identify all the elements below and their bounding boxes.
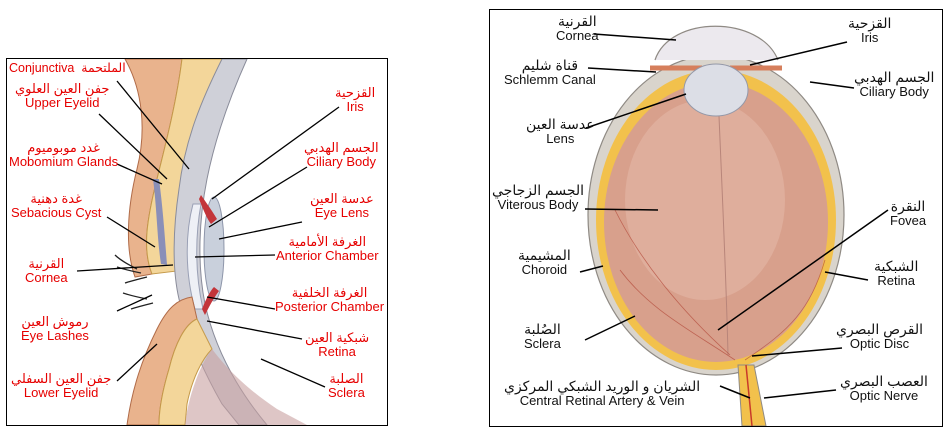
label-sclera-left: الصلبة Sclera bbox=[328, 372, 365, 399]
optic-nerve-en: Optic Nerve bbox=[840, 389, 928, 403]
anterior-ar: الغرفة الأمامية bbox=[276, 235, 379, 249]
choroid-en: Choroid bbox=[518, 263, 571, 277]
iris-right-ar: القزحية bbox=[848, 16, 891, 31]
label-choroid: المشيمية Choroid bbox=[518, 248, 571, 276]
sclera-left-ar: الصلبة bbox=[328, 372, 365, 386]
anterior-en: Anterior Chamber bbox=[276, 249, 379, 263]
cornea-right-ar: القرنية bbox=[556, 14, 599, 29]
label-iris-right: القزحية Iris bbox=[848, 16, 891, 44]
label-cornea-left: القرنية Cornea bbox=[25, 257, 68, 284]
meibomian-ar: غدد موبوميوم bbox=[9, 141, 118, 155]
label-lower-eyelid: جفن العين السفلي Lower Eyelid bbox=[11, 372, 111, 399]
label-cornea-right: القرنية Cornea bbox=[556, 14, 599, 42]
label-sebaceous-cyst: غدة دهنية Sebacious Cyst bbox=[11, 192, 101, 219]
lens-left-en: Eye Lens bbox=[310, 206, 374, 220]
label-vitreous-body: الجسم الزجاجي Viterous Body bbox=[492, 183, 584, 211]
label-optic-nerve: العصب البصري Optic Nerve bbox=[840, 374, 928, 402]
eyelid-cross-section-diagram: Conjunctiva الملتحمة جفن العين العلوي Up… bbox=[6, 58, 388, 426]
upper-eyelid-ar: جفن العين العلوي bbox=[15, 82, 109, 96]
choroid-ar: المشيمية bbox=[518, 248, 571, 263]
meibomian-en: Mobomium Glands bbox=[9, 155, 118, 169]
vitreous-en: Viterous Body bbox=[492, 198, 584, 212]
conjunctiva-en: Conjunctiva bbox=[9, 61, 74, 75]
label-central-retinal-artery: الشريان و الوريد الشبكي المركزي Central … bbox=[504, 379, 700, 407]
artery-ar: الشريان و الوريد الشبكي المركزي bbox=[504, 379, 700, 394]
label-anterior-chamber: الغرفة الأمامية Anterior Chamber bbox=[276, 235, 379, 262]
label-fovea: النقرة Fovea bbox=[890, 199, 926, 227]
iris-left-en: Iris bbox=[335, 100, 375, 114]
ciliary-right-ar: الجسم الهدبي bbox=[854, 70, 934, 85]
lens-right-en: Lens bbox=[526, 132, 595, 146]
lens-left-ar: عدسة العين bbox=[310, 192, 374, 206]
label-eye-lens: عدسة العين Eye Lens bbox=[310, 192, 374, 219]
ciliary-left-ar: الجسم الهدبي bbox=[304, 141, 379, 155]
sclera-right-en: Sclera bbox=[524, 337, 561, 351]
label-upper-eyelid: جفن العين العلوي Upper Eyelid bbox=[15, 82, 109, 109]
upper-eyelid-en: Upper Eyelid bbox=[15, 96, 109, 110]
retina-left-en: Retina bbox=[305, 345, 369, 359]
label-retina-right: الشبكية Retina bbox=[874, 259, 918, 287]
eye-lashes-ar: رموش العين bbox=[21, 315, 89, 329]
lower-eyelid-ar: جفن العين السفلي bbox=[11, 372, 111, 386]
iris-right-en: Iris bbox=[848, 31, 891, 45]
label-optic-disc: القرص البصري Optic Disc bbox=[836, 322, 923, 350]
vitreous-ar: الجسم الزجاجي bbox=[492, 183, 584, 198]
schlemm-en: Schlemm Canal bbox=[504, 73, 596, 87]
lens-right-ar: عدسة العين bbox=[526, 117, 595, 132]
label-schlemm-canal: قناة شليم Schlemm Canal bbox=[504, 58, 596, 86]
label-ciliary-body-left: الجسم الهدبي Ciliary Body bbox=[304, 141, 379, 168]
conjunctiva-ar: الملتحمة bbox=[81, 61, 125, 75]
retina-right-en: Retina bbox=[874, 274, 918, 288]
label-eye-lashes: رموش العين Eye Lashes bbox=[21, 315, 89, 342]
ciliary-left-en: Ciliary Body bbox=[304, 155, 379, 169]
sebaceous-ar: غدة دهنية bbox=[11, 192, 101, 206]
fovea-ar: النقرة bbox=[890, 199, 926, 214]
lower-eyelid-en: Lower Eyelid bbox=[11, 386, 111, 400]
optic-disc-en: Optic Disc bbox=[836, 337, 923, 351]
retina-left-ar: شبكية العين bbox=[305, 331, 369, 345]
label-sclera-right: الصُلبة Sclera bbox=[524, 322, 561, 350]
posterior-en: Posterior Chamber bbox=[275, 300, 384, 314]
cornea-right-en: Cornea bbox=[556, 29, 599, 43]
ciliary-right-en: Ciliary Body bbox=[854, 85, 934, 99]
eye-lashes-en: Eye Lashes bbox=[21, 329, 89, 343]
label-retina-left: شبكية العين Retina bbox=[305, 331, 369, 358]
eyeball-cross-section-diagram: القرنية Cornea قناة شليم Schlemm Canal ع… bbox=[489, 9, 943, 427]
sclera-left-en: Sclera bbox=[328, 386, 365, 400]
sclera-right-ar: الصُلبة bbox=[524, 322, 561, 337]
label-conjunctiva: Conjunctiva الملتحمة bbox=[9, 62, 126, 75]
cornea-left-en: Cornea bbox=[25, 271, 68, 285]
optic-nerve-ar: العصب البصري bbox=[840, 374, 928, 389]
schlemm-ar: قناة شليم bbox=[504, 58, 596, 73]
cornea-left-ar: القرنية bbox=[25, 257, 68, 271]
label-lens-right: عدسة العين Lens bbox=[526, 117, 595, 145]
label-meibomian-glands: غدد موبوميوم Mobomium Glands bbox=[9, 141, 118, 168]
artery-en: Central Retinal Artery & Vein bbox=[504, 394, 700, 408]
label-posterior-chamber: الغرفة الخلفية Posterior Chamber bbox=[275, 286, 384, 313]
label-iris-left: القزحية Iris bbox=[335, 86, 375, 113]
retina-right-ar: الشبكية bbox=[874, 259, 918, 274]
posterior-ar: الغرفة الخلفية bbox=[275, 286, 384, 300]
iris-left-ar: القزحية bbox=[335, 86, 375, 100]
optic-disc-ar: القرص البصري bbox=[836, 322, 923, 337]
sebaceous-en: Sebacious Cyst bbox=[11, 206, 101, 220]
label-ciliary-body-right: الجسم الهدبي Ciliary Body bbox=[854, 70, 934, 98]
fovea-en: Fovea bbox=[890, 214, 926, 228]
